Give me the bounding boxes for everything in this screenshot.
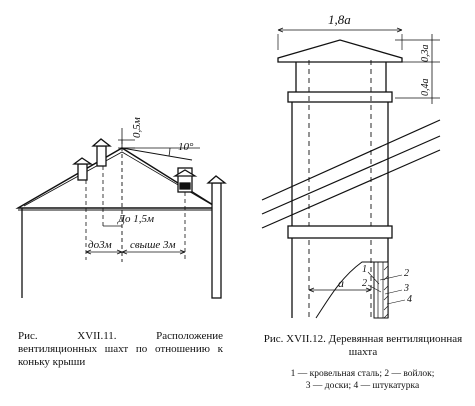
label-1: 1 — [362, 264, 367, 275]
label-04a: 0,4а — [420, 79, 431, 97]
angle-line — [121, 147, 193, 161]
label-4: 4 — [407, 294, 412, 305]
label-upto-3m: до3м — [88, 239, 112, 251]
label-a: a — [338, 276, 344, 290]
label-05m: 0,5м — [131, 117, 143, 138]
label-03a: 0,3а — [420, 45, 431, 63]
legend-line-1: 1 — кровельная сталь; 2 — войлок; — [290, 369, 435, 379]
legend-line-2: 3 — доски; 4 — штукатурка — [305, 381, 420, 391]
label-upto-15m: До 1,5м — [117, 213, 154, 225]
label-2-right: 2 — [404, 268, 409, 279]
roof — [15, 147, 221, 209]
right-shaft — [172, 167, 198, 193]
ridge-shaft — [91, 138, 112, 167]
left-shaft — [72, 157, 94, 181]
label-18a: 1,8а — [328, 12, 351, 27]
shaft-cap — [277, 39, 403, 63]
wall-shaft — [206, 175, 227, 299]
label-2-left: 2 — [362, 278, 367, 289]
label-over-3m: свыше 3м — [130, 239, 176, 251]
figure1-drawing — [15, 128, 227, 299]
figure2-caption: Рис. XVII.12. Деревянная вентиляционная … — [263, 333, 463, 358]
shaft-top-band — [287, 91, 393, 103]
figure2-legend: 1 — кровельная сталь; 2 — войлок; 3 — до… — [255, 368, 470, 392]
shaft-cutaway — [315, 261, 375, 319]
figure2-drawing — [261, 27, 441, 320]
shaft-bottom-band — [287, 225, 393, 239]
figure1-caption: Рис. XVII.11. Расположение вентиляционны… — [18, 330, 223, 368]
label-3: 3 — [403, 283, 409, 294]
roof-slope — [261, 119, 441, 229]
label-10deg: 10° — [178, 141, 194, 153]
